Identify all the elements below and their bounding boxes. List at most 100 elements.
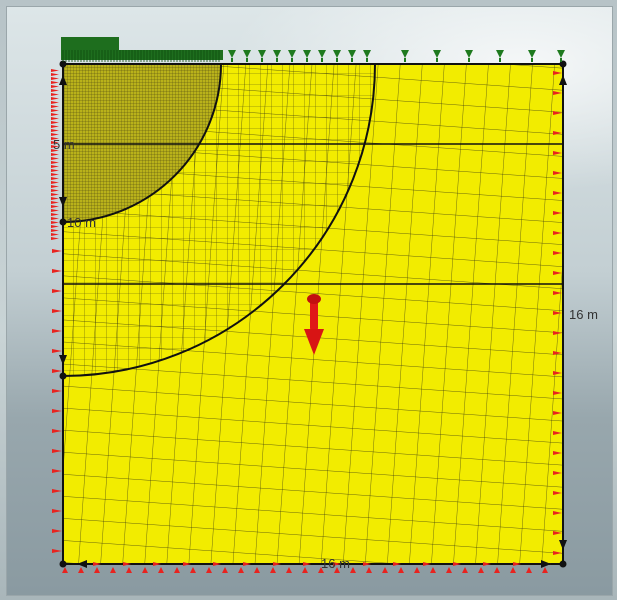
- right-support-arrow: [553, 511, 562, 515]
- right-support-arrow: [553, 251, 562, 255]
- fine-mesh-zone: [63, 64, 221, 222]
- top-marker-stem: [468, 58, 470, 62]
- top-marker-icon: [258, 50, 266, 58]
- left-fine-arrow: [51, 125, 59, 128]
- bottom-support-marker: [286, 567, 292, 573]
- left-support-arrow: [52, 469, 62, 473]
- left-support-arrow: [52, 409, 62, 413]
- bottom-support-marker: [126, 567, 132, 573]
- top-marker-stem: [366, 58, 368, 62]
- right-support-arrow: [553, 471, 562, 475]
- top-marker-icon: [228, 50, 236, 58]
- bottom-support-marker: [478, 567, 484, 573]
- bottom-support-marker: [430, 567, 436, 573]
- top-marker-stem: [404, 58, 406, 62]
- bottom-support-marker: [350, 567, 356, 573]
- vertex-group: [59, 60, 567, 568]
- bottom-horizontal-marker: [303, 562, 311, 566]
- left-support-arrow: [52, 249, 62, 253]
- top-marker-icon: [557, 50, 565, 58]
- right-support-arrow: [553, 351, 562, 355]
- top-load-markers: [228, 50, 565, 62]
- right-support-arrow: [553, 271, 562, 275]
- left-fine-arrow: [51, 233, 59, 236]
- width-dimension-label: 16 m: [321, 556, 350, 571]
- right-support-arrow: [553, 91, 562, 95]
- left-support-arrow: [52, 389, 62, 393]
- bottom-support-marker: [494, 567, 500, 573]
- right-support-arrow: [553, 411, 562, 415]
- bottom-support-marker: [398, 567, 404, 573]
- left-fine-arrow: [51, 157, 59, 160]
- bottom-support-marker: [142, 567, 148, 573]
- left-support-arrow: [52, 509, 62, 513]
- right-support-arrow: [553, 371, 562, 375]
- bottom-horizontal-marker: [333, 562, 341, 566]
- right-support-arrow: [553, 451, 562, 455]
- left-fine-arrow: [51, 117, 59, 120]
- bottom-support-marker: [382, 567, 388, 573]
- top-marker-stem: [499, 58, 501, 62]
- bottom-support-marker: [238, 567, 244, 573]
- top-marker-icon: [465, 50, 473, 58]
- top-marker-icon: [433, 50, 441, 58]
- bottom-horizontal-marker: [423, 562, 431, 566]
- bottom-support-marker: [78, 567, 84, 573]
- left-fine-arrow: [51, 101, 59, 104]
- bottom-horizontal-marker: [393, 562, 401, 566]
- left-fine-arrow: [51, 81, 59, 84]
- left-fine-arrow: [51, 209, 59, 212]
- right-support-arrow: [553, 491, 562, 495]
- left-fine-arrow: [51, 177, 59, 180]
- top-marker-stem: [336, 58, 338, 62]
- left-fine-arrow: [51, 165, 59, 168]
- left-fine-arrow: [51, 197, 59, 200]
- bottom-horizontal-marker: [123, 562, 131, 566]
- left-support-arrow: [52, 489, 62, 493]
- bottom-horizontal-marker: [363, 562, 371, 566]
- left-fine-arrow: [51, 229, 59, 232]
- left-fine-arrow: [51, 217, 59, 220]
- left-fine-arrow: [51, 189, 59, 192]
- left-fine-arrow: [51, 201, 59, 204]
- right-support-arrow: [553, 231, 562, 235]
- model-viewport[interactable]: 5 m 10 m 16 m 16 m: [6, 6, 613, 596]
- left-fine-arrow: [51, 73, 59, 76]
- left-fine-arrow: [51, 193, 59, 196]
- bottom-support-marker: [62, 567, 68, 573]
- left-fine-arrow: [51, 89, 59, 92]
- top-marker-icon: [243, 50, 251, 58]
- bottom-horizontal-marker: [513, 562, 521, 566]
- right-support-arrow: [553, 111, 562, 115]
- bottom-support-marker: [270, 567, 276, 573]
- bottom-support-marker: [526, 567, 532, 573]
- top-marker-stem: [531, 58, 533, 62]
- corner-markers: [59, 75, 567, 568]
- left-fine-arrow: [51, 141, 59, 144]
- right-support-arrows: [553, 71, 562, 555]
- bottom-horizontal-marker: [213, 562, 221, 566]
- right-support-arrow: [553, 131, 562, 135]
- bottom-support-marker: [190, 567, 196, 573]
- surcharge-load: [61, 37, 223, 60]
- fe-model-canvas: [51, 37, 567, 573]
- left-fine-arrow: [51, 137, 59, 140]
- left-fine-arrow: [51, 77, 59, 80]
- bottom-support-marker: [542, 567, 548, 573]
- left-support-arrow: [52, 529, 62, 533]
- top-marker-icon: [496, 50, 504, 58]
- bottom-horizontal-marker: [243, 562, 251, 566]
- left-fine-arrow: [51, 69, 59, 72]
- top-marker-icon: [318, 50, 326, 58]
- left-fine-arrow: [51, 129, 59, 132]
- left-fine-arrow: [51, 93, 59, 96]
- left-support-arrow: [52, 429, 62, 433]
- left-support-arrow: [52, 449, 62, 453]
- top-marker-icon: [401, 50, 409, 58]
- left-fine-arrow: [51, 225, 59, 228]
- left-fine-arrow: [51, 237, 59, 240]
- right-support-arrow: [553, 391, 562, 395]
- bottom-support-marker: [222, 567, 228, 573]
- left-support-arrow: [52, 549, 62, 553]
- left-support-arrow: [52, 289, 62, 293]
